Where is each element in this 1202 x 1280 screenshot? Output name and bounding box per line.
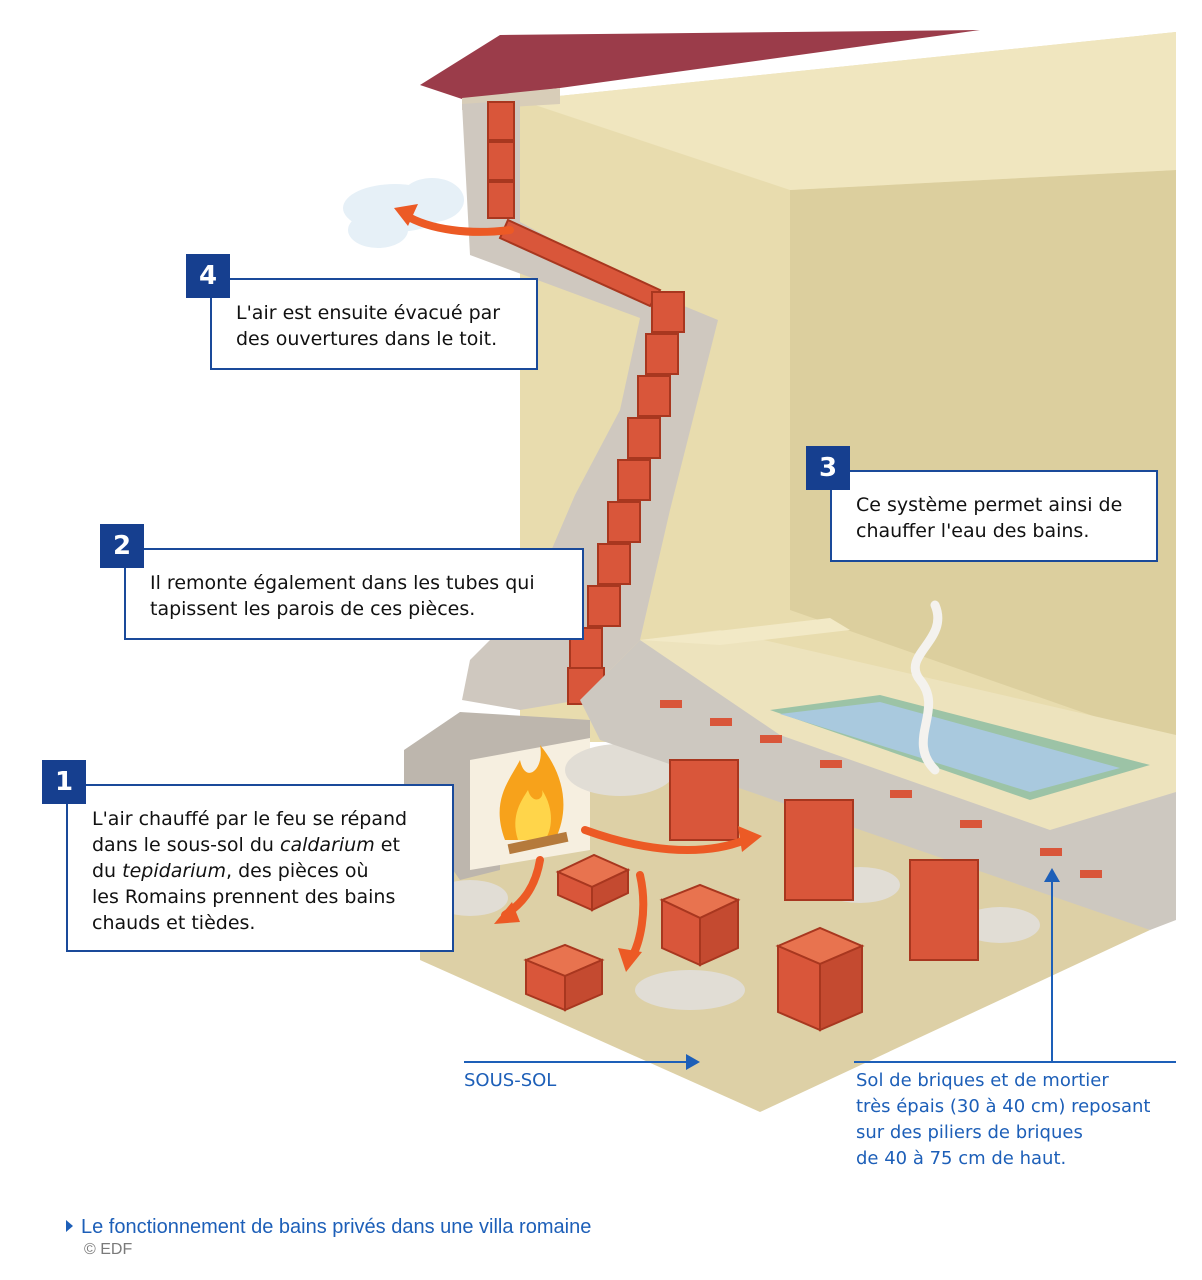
step-number-2: 2 [100,524,144,568]
caption-triangle-icon [66,1220,73,1232]
callout-2-line-1: Il remonte également dans les tubes qui [150,572,535,594]
floor-note-line-3: sur des piliers de briques [856,1122,1083,1143]
callout-4-line-1: L'air est ensuite évacué par [236,302,501,324]
brick-stacks [523,853,865,1032]
pool-water [780,702,1120,792]
caption-text: Le fonctionnement de bains privés dans u… [81,1216,592,1238]
side-wall-shade [790,170,1176,745]
callout-3-line-2: chauffer l'eau des bains. [856,520,1090,542]
step [640,618,850,645]
label-pointers [464,868,1176,1070]
brick-pillars [669,759,979,961]
steam [910,600,943,775]
callout-1-line-4: les Romains prennent des bains [92,886,396,908]
floor-note-line-4: de 40 à 75 cm de haut. [856,1148,1067,1169]
callout-1-line-3: du tepidarium, des pièces où [92,860,369,882]
slab-bricks [660,700,1102,878]
figure-caption: Le fonctionnement de bains privés dans u… [66,1216,591,1239]
callout-1-line-5: chauds et tièdes. [92,912,256,934]
callout-4: L'air est ensuite évacué par des ouvertu… [210,278,538,370]
callout-2: Il remonte également dans les tubes qui … [124,548,584,640]
step-number-1: 1 [42,760,86,804]
floor-note-line-2: très épais (30 à 40 cm) reposant [856,1096,1151,1117]
floor-note: Sol de briques et de mortier très épais … [856,1068,1150,1172]
roof [420,30,980,100]
callout-2-line-2: tapissent les parois de ces pièces. [150,598,476,620]
floor-note-line-1: Sol de briques et de mortier [856,1070,1109,1091]
step-number-4: 4 [186,254,230,298]
callout-3-line-1: Ce système permet ainsi de [856,494,1123,516]
callout-1: L'air chauffé par le feu se répand dans … [66,784,454,952]
callout-1-line-2: dans le sous-sol du caldarium et [92,834,400,856]
callout-4-line-2: des ouvertures dans le toit. [236,328,498,350]
fire [499,745,569,855]
callout-1-line-1: L'air chauffé par le feu se répand [92,808,408,830]
copyright-credit: © EDF [84,1241,133,1258]
floor-slab [580,640,1176,930]
callout-3: Ce système permet ainsi de chauffer l'ea… [830,470,1158,562]
outer-wall [462,100,718,710]
arrow-heads [394,204,762,972]
basement-label: SOUS-SOL [464,1070,557,1091]
step-number-3: 3 [806,446,850,490]
ceiling [520,32,1176,190]
